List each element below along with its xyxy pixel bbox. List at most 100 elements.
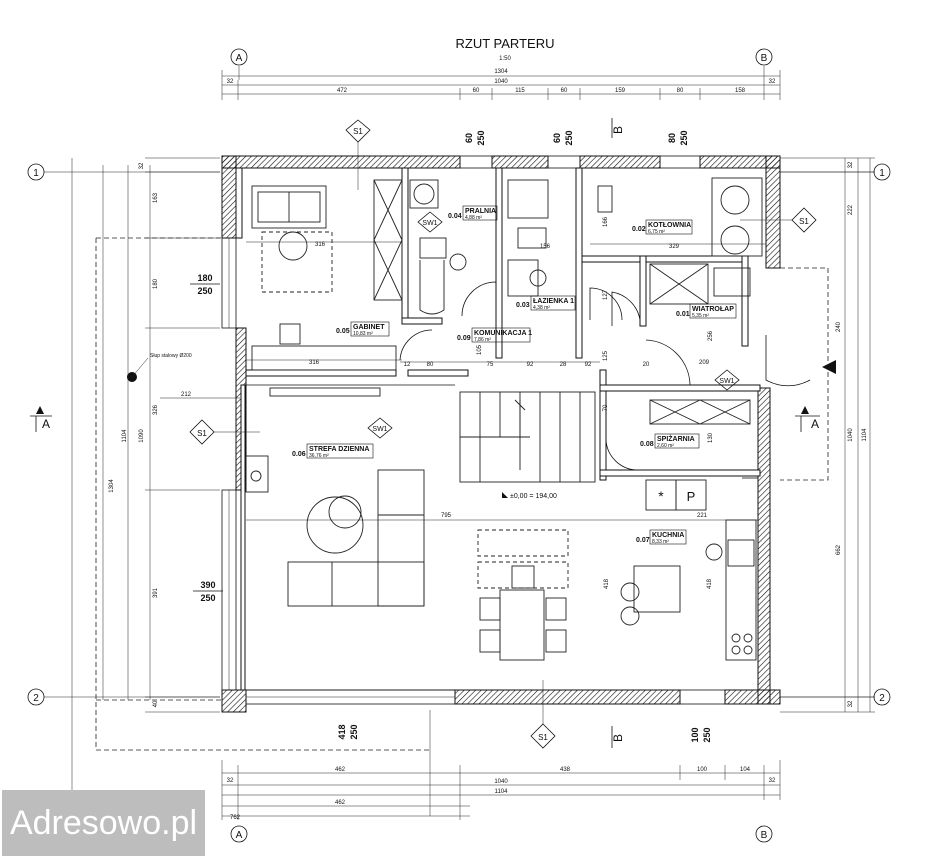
svg-text:KOMUNIKACJA 1: KOMUNIKACJA 1 bbox=[474, 330, 532, 337]
svg-text:462: 462 bbox=[335, 767, 346, 773]
svg-text:180: 180 bbox=[153, 278, 159, 289]
room-label-komunikacja: 0.09 KOMUNIKACJA 1 7,86 m² bbox=[457, 327, 532, 343]
marker-s1-bottom: S1 bbox=[530, 680, 556, 749]
axis-marker-b-top: B bbox=[755, 48, 773, 80]
svg-text:4,38 m²: 4,38 m² bbox=[533, 305, 550, 311]
svg-text:WIATROŁAP: WIATROŁAP bbox=[692, 306, 734, 313]
svg-text:60: 60 bbox=[561, 88, 568, 94]
svg-text:462: 462 bbox=[335, 800, 346, 806]
room-label-strefa-dzienna: 0.06 STREFA DZIENNA 36,76 m² bbox=[292, 443, 374, 459]
interior-walls bbox=[235, 167, 761, 691]
room-label-spizarnia: 0.08 SPIŻARNIA 2,60 m² bbox=[640, 433, 700, 449]
svg-text:60: 60 bbox=[552, 133, 562, 143]
svg-text:2,60 m²: 2,60 m² bbox=[657, 443, 674, 449]
svg-text:316: 316 bbox=[309, 360, 320, 366]
svg-text:SPIŻARNIA: SPIŻARNIA bbox=[657, 435, 695, 443]
svg-text:438: 438 bbox=[560, 767, 571, 773]
marker-sw1-pralnia: SW1 bbox=[417, 211, 443, 233]
svg-text:A: A bbox=[236, 830, 243, 841]
svg-text:B: B bbox=[611, 734, 625, 742]
axis-marker-a-top: A bbox=[230, 48, 248, 80]
svg-text:127: 127 bbox=[603, 289, 609, 300]
svg-text:316: 316 bbox=[315, 242, 326, 248]
svg-text:158: 158 bbox=[735, 88, 746, 94]
svg-text:240: 240 bbox=[836, 321, 842, 332]
terrace-outline bbox=[95, 237, 430, 751]
window-tags: 180 250 390 250 418 250 100 250 60 250 6… bbox=[190, 130, 712, 743]
doors bbox=[399, 281, 811, 471]
room-label-kotlownia: 0.02 KOTŁOWNIA 6,75 m² bbox=[632, 219, 693, 235]
svg-text:10,83 m²: 10,83 m² bbox=[353, 331, 373, 337]
svg-text:32: 32 bbox=[769, 778, 776, 784]
svg-text:180: 180 bbox=[197, 273, 212, 283]
svg-text:S1: S1 bbox=[197, 429, 207, 438]
svg-text:STREFA DZIENNA: STREFA DZIENNA bbox=[309, 446, 369, 453]
svg-text:256: 256 bbox=[708, 330, 714, 341]
svg-text:418: 418 bbox=[337, 724, 347, 739]
svg-text:326: 326 bbox=[153, 404, 159, 415]
svg-text:1090: 1090 bbox=[139, 429, 145, 443]
watermark-text: Adresowo.pl bbox=[9, 803, 198, 842]
svg-text:S1: S1 bbox=[353, 127, 363, 136]
svg-text:20: 20 bbox=[643, 362, 650, 368]
svg-text:70: 70 bbox=[603, 404, 609, 411]
windows bbox=[221, 155, 726, 705]
svg-text:0.07: 0.07 bbox=[636, 537, 650, 544]
svg-text:100: 100 bbox=[697, 767, 708, 773]
bottom-dimensions: 32 462 438 100 104 32 1040 1104 462 762 bbox=[221, 710, 781, 821]
room-label-kuchnia: 0.07 KUCHNIA 8,33 m² bbox=[636, 529, 687, 545]
svg-text:SW1: SW1 bbox=[372, 426, 387, 433]
svg-text:P: P bbox=[687, 489, 696, 504]
svg-text:92: 92 bbox=[585, 362, 592, 368]
svg-text:0.05: 0.05 bbox=[336, 328, 350, 335]
furniture: * P bbox=[245, 177, 763, 661]
svg-text:159: 159 bbox=[615, 88, 626, 94]
svg-text:166: 166 bbox=[603, 216, 609, 227]
room-label-pralnia: 0.04 PRALNIA 4,88 m² bbox=[448, 205, 498, 221]
svg-text:80: 80 bbox=[667, 133, 677, 143]
entrance-canopy-outline bbox=[780, 267, 829, 481]
section-marker-b-bottom: B bbox=[611, 726, 625, 748]
svg-text:A: A bbox=[236, 53, 243, 64]
svg-text:391: 391 bbox=[153, 587, 159, 598]
axis-marker-a-bottom: A bbox=[230, 825, 248, 843]
svg-text:0.04: 0.04 bbox=[448, 213, 462, 220]
marker-s1-right: S1 bbox=[740, 207, 817, 233]
svg-text:A: A bbox=[42, 417, 50, 431]
svg-text:KUCHNIA: KUCHNIA bbox=[652, 532, 684, 539]
room-label-wiatrolap: 0.01 WIATROŁAP 5,35 m² bbox=[676, 303, 737, 319]
svg-text:130: 130 bbox=[708, 432, 714, 443]
svg-text:ŁAZIENKA 1: ŁAZIENKA 1 bbox=[533, 298, 574, 305]
svg-text:40: 40 bbox=[153, 700, 159, 707]
svg-text:PRALNIA: PRALNIA bbox=[465, 208, 496, 215]
svg-text:156: 156 bbox=[540, 244, 551, 250]
section-marker-b-top: B bbox=[611, 118, 625, 138]
svg-text:SW1: SW1 bbox=[719, 378, 734, 385]
svg-text:115: 115 bbox=[515, 88, 525, 94]
svg-text:4,88 m²: 4,88 m² bbox=[465, 215, 482, 221]
section-marker-a-left: A bbox=[30, 406, 52, 432]
marker-sw1-hall: SW1 bbox=[714, 369, 740, 391]
svg-text:75: 75 bbox=[487, 362, 494, 368]
plan-title: RZUT PARTERU bbox=[456, 36, 555, 51]
svg-text:390: 390 bbox=[200, 580, 215, 590]
svg-text:222: 222 bbox=[848, 204, 854, 215]
svg-text:250: 250 bbox=[702, 727, 712, 742]
svg-text:418: 418 bbox=[707, 578, 713, 589]
svg-text:100: 100 bbox=[690, 727, 700, 742]
svg-text:1: 1 bbox=[879, 168, 885, 179]
svg-text:762: 762 bbox=[230, 815, 241, 821]
svg-text:209: 209 bbox=[699, 360, 710, 366]
svg-text:250: 250 bbox=[200, 593, 215, 603]
svg-text:A: A bbox=[811, 417, 819, 431]
svg-text:0.08: 0.08 bbox=[640, 441, 654, 448]
svg-text:32: 32 bbox=[848, 161, 854, 168]
right-dimensions: 32 222 240 662 1040 1104 32 bbox=[780, 157, 875, 713]
svg-text:1304: 1304 bbox=[494, 69, 508, 75]
svg-text:±0,00 = 194,00: ±0,00 = 194,00 bbox=[510, 493, 557, 500]
svg-text:B: B bbox=[761, 53, 768, 64]
svg-text:12: 12 bbox=[404, 362, 411, 368]
svg-text:*: * bbox=[658, 488, 664, 504]
svg-text:250: 250 bbox=[197, 286, 212, 296]
